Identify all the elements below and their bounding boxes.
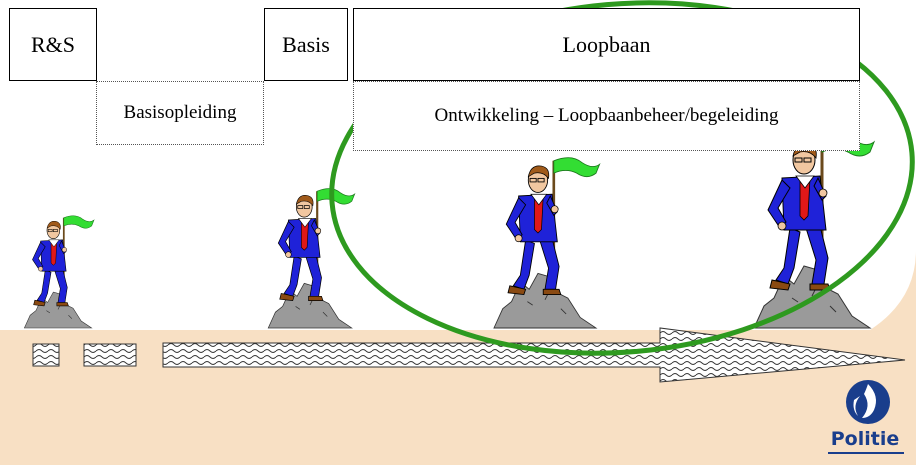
progress-arrow-icon <box>162 327 906 383</box>
progress-segment-1 <box>32 343 60 367</box>
basisopleiding-box: Basisopleiding <box>96 81 264 145</box>
basisopleiding-label: Basisopleiding <box>123 102 237 123</box>
loopbaan-highlight-ellipse <box>329 0 915 356</box>
logo-underline <box>828 452 904 454</box>
politie-logo-text: Politie <box>830 428 900 450</box>
phase-basis-label: Basis <box>282 31 330 57</box>
ontwikkeling-label: Ontwikkeling – Loopbaanbeheer/begeleidin… <box>434 105 779 126</box>
phase-basis-box: Basis <box>264 8 348 81</box>
phase-loopbaan-box: Loopbaan <box>353 8 860 81</box>
climber-with-flag-icon <box>267 187 356 330</box>
progress-segment-2 <box>83 343 137 367</box>
climber-with-flag-icon <box>23 214 95 329</box>
phase-loopbaan-label: Loopbaan <box>562 31 651 57</box>
phase-rs-label: R&S <box>30 31 76 57</box>
phase-rs-box: R&S <box>9 8 97 81</box>
ontwikkeling-box: Ontwikkeling – Loopbaanbeheer/begeleidin… <box>353 81 860 151</box>
climber-with-flag-icon <box>492 156 601 330</box>
politie-flame-icon <box>846 380 890 424</box>
